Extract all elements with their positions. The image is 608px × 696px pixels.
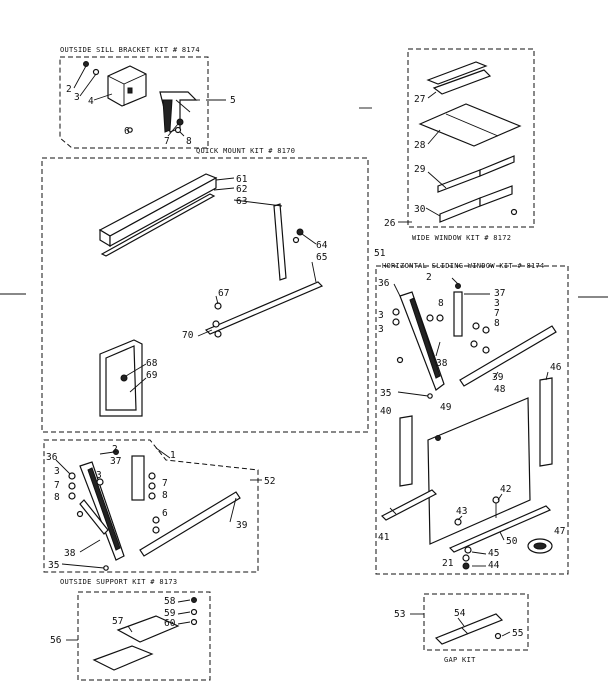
kit-label-wide-window: WIDE WINDOW KIT # 8172 xyxy=(412,234,511,242)
sill-bracket xyxy=(159,91,198,133)
callout-37: 37 xyxy=(494,288,505,299)
callout-27: 27 xyxy=(414,94,425,105)
callout-52: 52 xyxy=(264,476,275,487)
callout-1: 1 xyxy=(170,450,176,461)
outside-sill-bracket-kit: OUTSIDE SILL BRACKET KIT # 8174 2 3 4 5 … xyxy=(59,46,236,149)
margin-marks xyxy=(0,107,608,298)
callout-29: 29 xyxy=(414,164,426,175)
callout-7c: 7 xyxy=(54,480,60,491)
callout-53: 53 xyxy=(394,609,405,620)
callout-51: 51 xyxy=(374,248,386,259)
callout-30: 30 xyxy=(414,204,426,215)
callout-42: 42 xyxy=(500,484,511,495)
callout-65: 65 xyxy=(316,252,327,263)
callout-39: 39 xyxy=(492,372,504,383)
callout-4: 4 xyxy=(88,96,94,107)
callout-41: 41 xyxy=(378,532,390,543)
callout-8b: 8 xyxy=(494,318,500,329)
callout-26: 26 xyxy=(384,218,396,229)
callout-5: 5 xyxy=(230,95,236,106)
kit-label-outside-sill: OUTSIDE SILL BRACKET KIT # 8174 xyxy=(60,46,200,54)
kit-label-gap: GAP KIT xyxy=(444,656,476,664)
callout-3f: 3 xyxy=(96,470,102,481)
callout-7: 7 xyxy=(164,136,170,147)
callout-69: 69 xyxy=(146,370,158,381)
callout-2c: 2 xyxy=(112,444,118,455)
callout-40: 40 xyxy=(380,406,392,417)
callout-38b: 38 xyxy=(64,548,76,559)
kit-label-quick-mount: QUICK MOUNT KIT # 8170 xyxy=(196,147,295,155)
callout-59: 59 xyxy=(164,608,176,619)
panel-kit: 58 59 60 57 56 xyxy=(50,591,211,681)
callout-8: 8 xyxy=(186,136,192,147)
callout-68: 68 xyxy=(146,358,158,369)
callout-6: 6 xyxy=(124,126,130,137)
callout-46: 46 xyxy=(550,362,562,373)
callout-49: 49 xyxy=(440,402,452,413)
callout-64: 64 xyxy=(316,240,328,251)
kit-label-horizontal-sliding: HORIZONTAL SLIDING WINDOW KIT # 8174 xyxy=(382,262,545,270)
callout-37b: 37 xyxy=(110,456,121,467)
callout-45: 45 xyxy=(488,548,499,559)
outside-support-kit: OUTSIDE SUPPORT KIT # 8173 36 2 37 1 3 7 xyxy=(43,439,275,586)
callout-43: 43 xyxy=(456,506,467,517)
callout-61: 61 xyxy=(236,174,248,185)
callout-3e: 3 xyxy=(54,466,60,477)
horizontal-sliding-window-kit: 51 HORIZONTAL SLIDING WINDOW KIT # 8174 xyxy=(374,248,569,575)
callout-7d: 7 xyxy=(162,478,168,489)
callout-28: 28 xyxy=(414,140,426,151)
callout-62: 62 xyxy=(236,184,247,195)
callout-3b: 3 xyxy=(494,298,500,309)
callout-56: 56 xyxy=(50,635,62,646)
callout-60: 60 xyxy=(164,618,176,629)
callout-8d: 8 xyxy=(54,492,60,503)
callout-57: 57 xyxy=(112,616,123,627)
callout-3: 3 xyxy=(74,92,80,103)
callout-67: 67 xyxy=(218,288,229,299)
callout-2: 2 xyxy=(66,84,72,95)
callout-63: 63 xyxy=(236,196,247,207)
callout-2b: 2 xyxy=(426,272,432,283)
callout-55: 55 xyxy=(512,628,523,639)
gap-kit: GAP KIT 54 55 53 xyxy=(394,593,529,664)
wide-window-kit: WIDE WINDOW KIT # 8172 27 28 29 30 26 xyxy=(384,48,535,242)
callout-50: 50 xyxy=(506,536,518,547)
callout-8e: 8 xyxy=(162,490,168,501)
callout-54: 54 xyxy=(454,608,466,619)
callout-36b: 36 xyxy=(46,452,58,463)
callout-8c: 8 xyxy=(438,298,444,309)
kit-label-outside-support: OUTSIDE SUPPORT KIT # 8173 xyxy=(60,578,177,586)
callout-35: 35 xyxy=(380,388,391,399)
callout-7b: 7 xyxy=(494,308,500,319)
callout-3d: 3 xyxy=(378,324,384,335)
callout-36: 36 xyxy=(378,278,390,289)
callout-44: 44 xyxy=(488,560,500,571)
callout-48: 48 xyxy=(494,384,506,395)
callout-58: 58 xyxy=(164,596,176,607)
callout-21: 21 xyxy=(442,558,454,569)
callout-47: 47 xyxy=(554,526,565,537)
sill-bracket-box xyxy=(107,65,147,107)
callout-39b: 39 xyxy=(236,520,248,531)
quick-mount-kit: QUICK MOUNT KIT # 8170 61 62 63 64 xyxy=(41,147,369,433)
callout-6b: 6 xyxy=(162,508,168,519)
callout-38: 38 xyxy=(436,358,448,369)
callout-35b: 35 xyxy=(48,560,59,571)
callout-3c: 3 xyxy=(378,310,384,321)
callout-70: 70 xyxy=(182,330,194,341)
